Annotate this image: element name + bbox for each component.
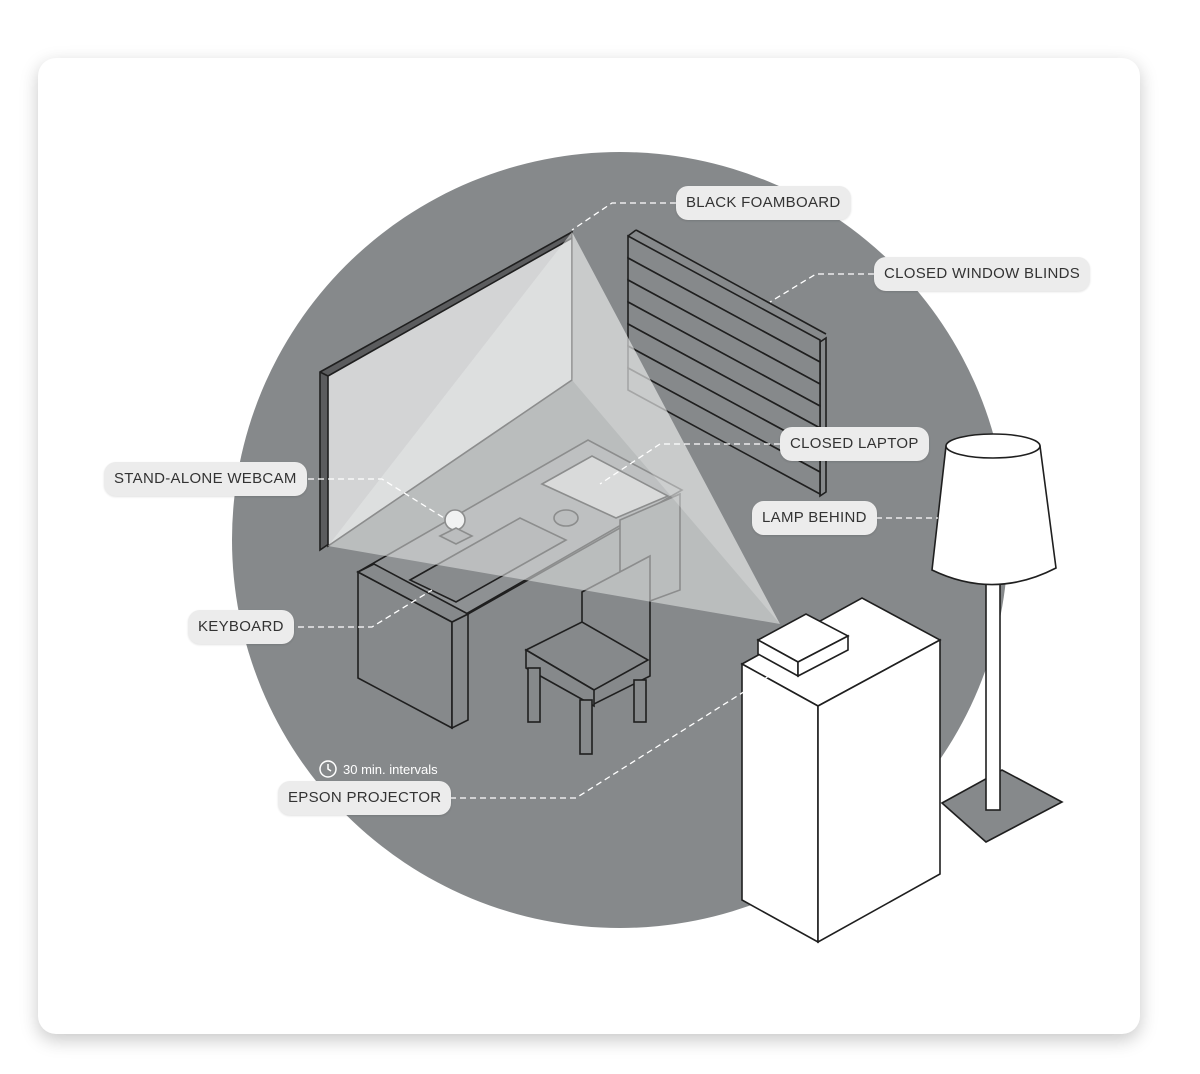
epson-projector bbox=[756, 613, 850, 678]
floor-lamp bbox=[931, 433, 1064, 843]
interval-note-text: 30 min. intervals bbox=[343, 761, 438, 777]
clock-icon bbox=[319, 760, 337, 778]
window-blinds bbox=[627, 229, 827, 498]
label-closed-window-blinds: CLOSED WINDOW BLINDS bbox=[874, 257, 1091, 291]
label-lamp-behind: LAMP BEHIND bbox=[752, 501, 877, 535]
label-stand-alone-webcam: STAND-ALONE WEBCAM bbox=[104, 462, 307, 496]
projection-beam-top bbox=[572, 232, 780, 624]
label-epson-projector: EPSON PROJECTOR bbox=[278, 781, 452, 815]
projection-beam bbox=[328, 232, 780, 624]
label-closed-laptop: CLOSED LAPTOP bbox=[780, 427, 929, 461]
interval-note: 30 min. intervals bbox=[318, 758, 438, 780]
label-keyboard: KEYBOARD bbox=[188, 610, 294, 644]
leader-lines bbox=[288, 202, 938, 799]
label-black-foamboard: BLACK FOAMBOARD bbox=[676, 186, 851, 220]
